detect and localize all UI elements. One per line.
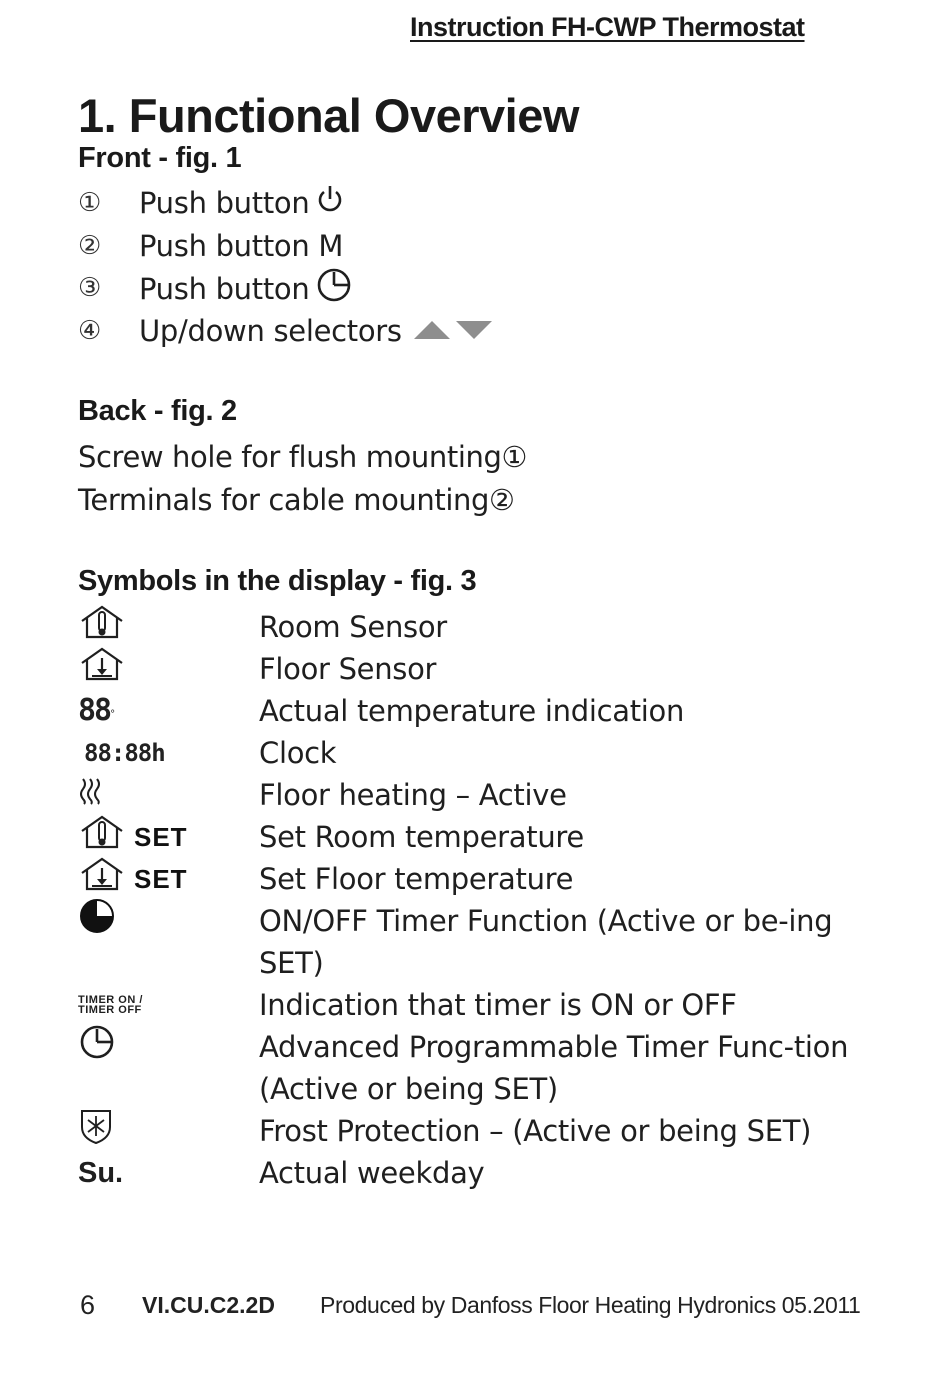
item-number: ④: [78, 315, 102, 346]
symbol-description: Indication that timer is ON or OFF: [259, 988, 737, 1022]
symbol-description: Actual temperature indication: [259, 694, 685, 728]
item-number: ①: [501, 440, 528, 474]
front-item-label: Up/down selectors: [139, 313, 402, 348]
item-number: ③: [78, 273, 102, 303]
symbol-description: Actual weekday: [259, 1156, 485, 1190]
back-item-label: Screw hole for flush mounting: [78, 440, 502, 474]
back-item: Terminals for cable mounting②: [78, 479, 527, 522]
symbol-description: Floor heating – Active: [259, 778, 567, 812]
weekday-label: Su.: [78, 1157, 124, 1189]
symbol-description: Advanced Programmable Timer Func-tion (A…: [259, 1030, 849, 1106]
symbol-row: TIMER ON / TIMER OFF Indication that tim…: [78, 984, 878, 1026]
symbol-row: SET Set Floor temperature: [78, 856, 878, 903]
set-label: SET: [134, 822, 188, 852]
item-number: ②: [489, 482, 515, 517]
up-down-arrows-icon: [412, 311, 494, 354]
symbol-row: Advanced Programmable Timer Func-tion (A…: [78, 1023, 878, 1110]
symbol-label: 88:88h: [84, 739, 166, 767]
symbol-row: Frost Protection – (Active or being SET): [78, 1109, 878, 1152]
symbol-row: Floor Sensor: [78, 646, 878, 693]
page-number: 6: [80, 1290, 96, 1320]
symbol-row: 88° Actual temperature indication: [78, 690, 878, 732]
timer-pie-icon: [78, 897, 116, 946]
back-heading: Back - fig. 2: [78, 395, 237, 427]
power-icon: [315, 183, 345, 227]
symbol-description: Clock: [259, 736, 337, 770]
symbols-heading: Symbols in the display - fig. 3: [78, 565, 477, 597]
front-item-label: Push button: [139, 271, 310, 306]
front-heading: Front - fig. 1: [78, 142, 242, 174]
symbol-description: ON/OFF Timer Function (Active or be-ing …: [259, 904, 833, 980]
front-item-label: Push button M: [139, 228, 344, 263]
symbol-row: Su. Actual weekday: [78, 1152, 878, 1194]
room-sensor-icon: [78, 604, 126, 651]
clock-icon: [315, 267, 353, 315]
symbol-description: Set Room temperature: [259, 820, 584, 854]
symbol-description: Floor Sensor: [259, 652, 437, 686]
section-title: 1. Functional Overview: [78, 89, 579, 142]
back-item-label: Terminals for cable mounting: [78, 482, 489, 517]
symbol-description: Frost Protection – (Active or being SET): [259, 1114, 812, 1148]
floor-sensor-icon: [78, 646, 126, 693]
back-list: Screw hole for flush mounting① Terminals…: [78, 436, 527, 521]
item-number: ②: [78, 230, 102, 261]
symbols-list: Room Sensor Floor Sensor 88° Actual temp…: [78, 604, 878, 1194]
front-item-label: Push button: [139, 186, 310, 220]
floor-sensor-icon: [78, 856, 126, 903]
page-header-title: Instruction FH-CWP Thermostat: [410, 12, 805, 42]
document-code: VI.CU.C2.2D: [142, 1292, 275, 1318]
symbol-description: Set Floor temperature: [259, 862, 574, 896]
symbol-label: 88: [78, 693, 112, 728]
symbol-description: Room Sensor: [259, 610, 447, 644]
symbol-row: SET Set Room temperature: [78, 814, 878, 861]
timer-on-off-icon: TIMER ON / TIMER OFF: [78, 984, 154, 1026]
symbol-label: TIMER ON / TIMER OFF: [78, 994, 143, 1016]
clock-icon: [78, 1023, 116, 1072]
symbol-row: ON/OFF Timer Function (Active or be-ing …: [78, 897, 878, 984]
set-label: SET: [134, 864, 188, 894]
frost-shield-icon: [78, 1107, 114, 1156]
back-item: Screw hole for flush mounting①: [78, 436, 527, 479]
symbol-row: Floor heating – Active: [78, 774, 878, 816]
item-number: ①: [78, 188, 102, 218]
symbol-row: Room Sensor: [78, 604, 878, 651]
heating-waves-icon: [78, 774, 104, 816]
producer-note: Produced by Danfoss Floor Heating Hydron…: [320, 1292, 861, 1318]
symbol-row: 88:88h Clock: [78, 732, 878, 774]
room-sensor-icon: [78, 814, 126, 861]
temperature-digits-icon: 88°: [78, 690, 115, 732]
clock-digits-icon: 88:88h: [84, 732, 166, 774]
